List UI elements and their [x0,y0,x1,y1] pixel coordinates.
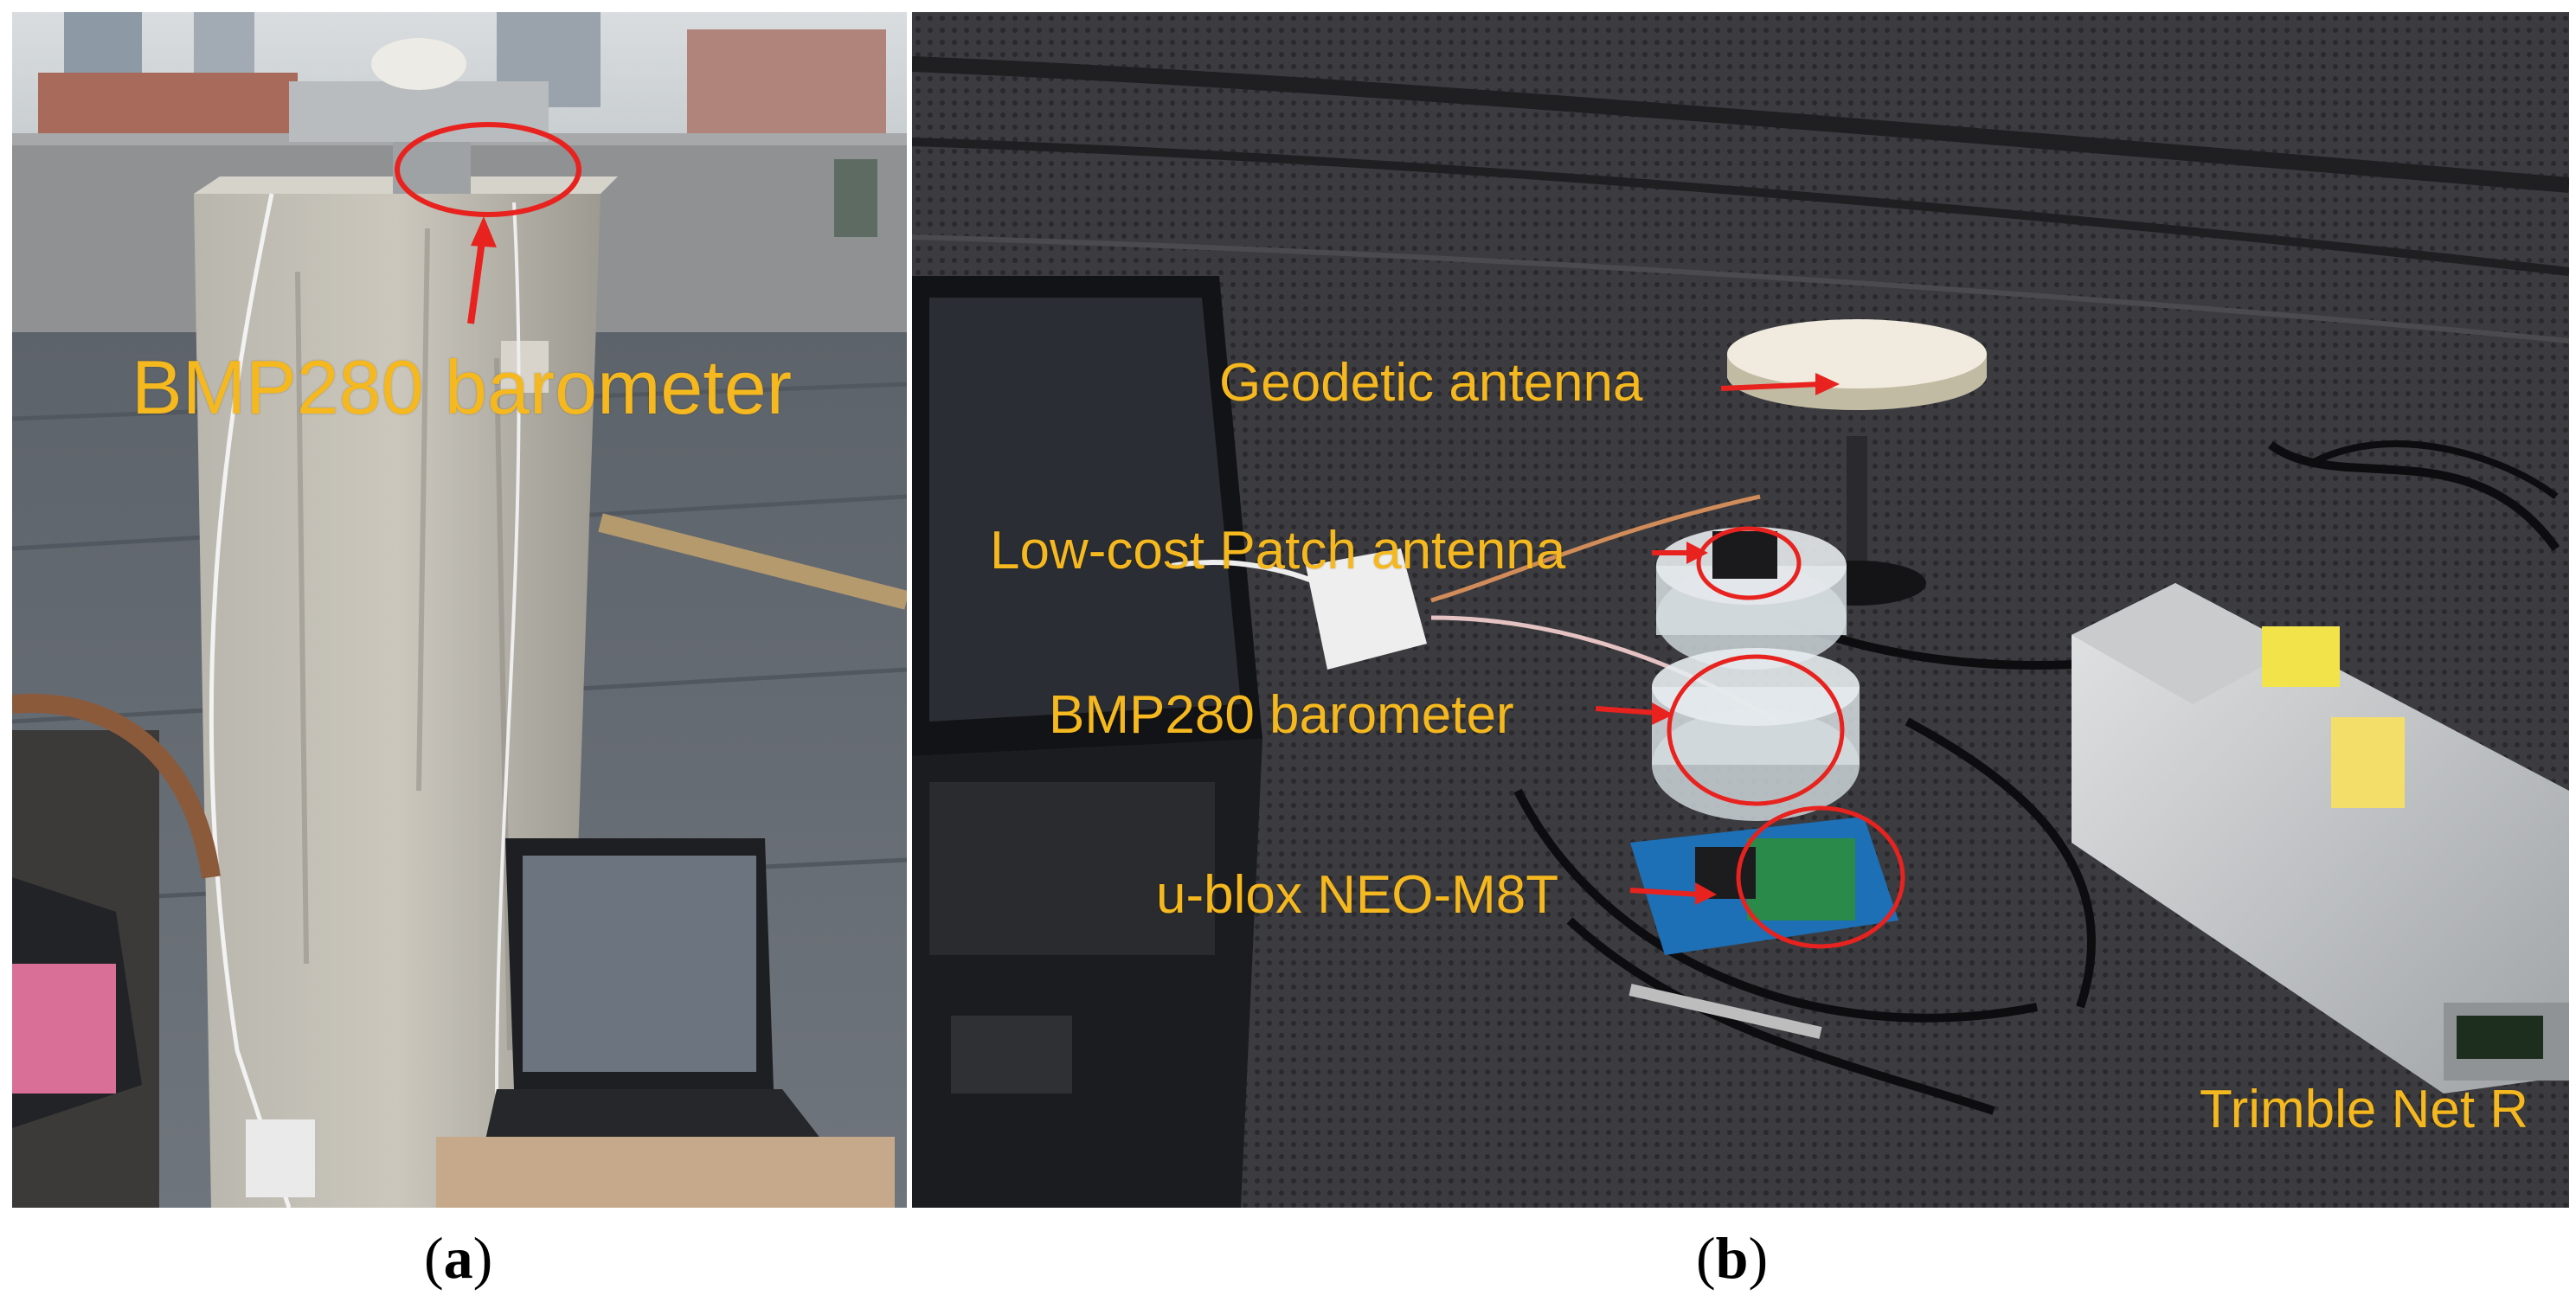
arrows-b [1595,382,1821,897]
photo-panel-a: BMP280 barometer [12,12,907,1208]
label-ublox-neo-m8t: u-blox NEO-M8T [1156,865,1559,925]
photo-panel-b: Geodetic antenna Low-cost Patch antenna … [912,12,2569,1208]
arrowhead-a [471,216,497,247]
arrowheads-b [1652,373,1840,905]
caption-b-letter: b [1715,1225,1749,1291]
caption-b-open: ( [1696,1225,1716,1291]
caption-b-close: ) [1748,1225,1769,1291]
label-geodetic-antenna: Geodetic antenna [1219,353,1643,413]
caption-a-open: ( [424,1225,444,1291]
photo-b-scene [912,12,2569,1208]
highlight-markers-b [1667,526,1905,949]
label-trimble-net-r: Trimble Net R [2200,1080,2529,1139]
caption-a-close: ) [472,1225,493,1291]
photo-a-scene [12,12,907,1208]
caption-a: (a) [424,1224,492,1292]
label-bmp280-barometer-a: BMP280 barometer [132,344,793,430]
label-bmp280-barometer-b: BMP280 barometer [1049,685,1514,745]
highlight-ellipse-a [395,122,581,217]
caption-b: (b) [1696,1224,1768,1292]
caption-a-letter: a [443,1225,473,1291]
label-patch-antenna: Low-cost Patch antenna [990,521,1566,580]
